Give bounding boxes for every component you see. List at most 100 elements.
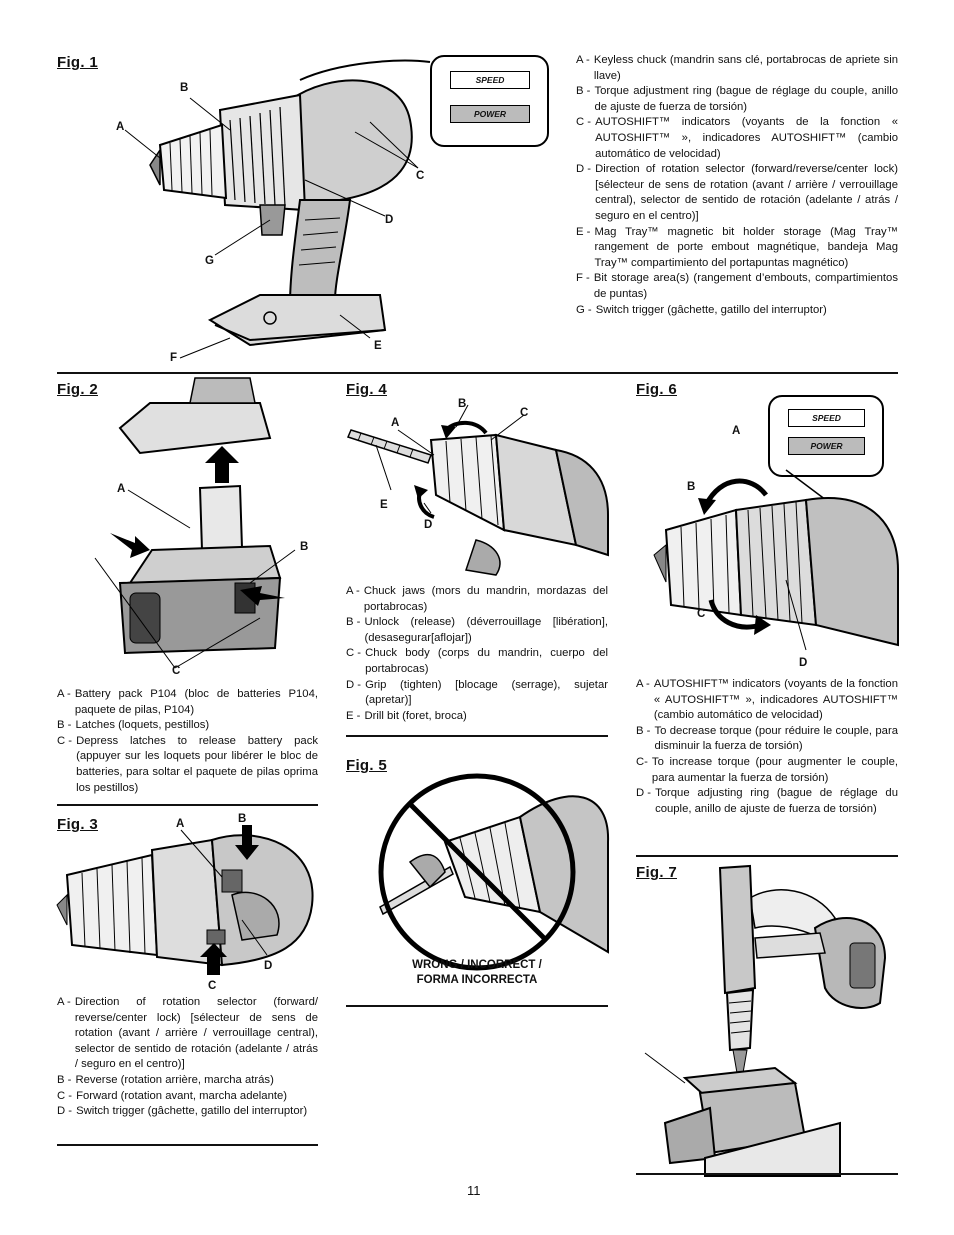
fig4-label-e: E [380,499,388,511]
divider-fig6-fig7 [636,855,898,857]
fig1-legend-text: Mag Tray™ magnetic bit holder storage (M… [594,225,898,269]
fig1-legend-item: C -AUTOSHIFT™ indicators (voyants de la … [576,115,898,162]
fig3-legend-text: Direction of rotation selector (forward/… [74,996,318,1071]
fig3-legend-key: A - [57,996,71,1008]
fig1-legend-key: D - [576,163,592,176]
fig1-legend-item: E -Mag Tray™ magnetic bit holder storage… [576,225,898,272]
fig4-legend-item: A -Chuck jaws (mors du mandrin, mordazas… [346,584,608,615]
fig4-legend-item: C -Chuck body (corps du mandrin, cuerpo … [346,646,608,677]
fig4-chuck-illustration [346,404,609,576]
fig1-legend-item: G -Switch trigger (gâchette, gatillo del… [576,303,898,319]
fig6-legend-text: AUTOSHIFT™ indicators (voyants de la fon… [653,678,898,722]
fig3-label-a: A [176,818,185,830]
fig6-legend-item: A -AUTOSHIFT™ indicators (voyants de la … [636,677,898,724]
fig3-legend-item: B -Reverse (rotation arrière, marcha atr… [57,1073,318,1089]
fig1-legend-item: A -Keyless chuck (mandrin sans clé, port… [576,53,898,84]
fig4-legend-key: B - [346,616,361,629]
fig1-label-c: C [416,170,425,182]
fig2-legend-text: Depress latches to release battery pack … [76,734,318,794]
fig4-legend-text: Grip (tighten) [blocage (serrage), sujet… [365,678,608,707]
fig6-legend-text: To decrease torque (pour réduire le coup… [654,724,898,753]
fig1-legend-key: B - [576,85,591,98]
fig6-autoshift-indicator-panel: SPEED POWER [768,395,884,477]
fig2-title: Fig. 2 [57,381,98,398]
fig3-legend-text: Switch trigger (gâchette, gatillo del in… [76,1105,308,1118]
fig4-label-a: A [391,417,400,429]
fig6-legend-item: C-To increase torque (pour augmenter le … [636,755,898,786]
fig6-torque-ring-illustration [653,469,899,651]
fig3-label-c: C [208,980,217,992]
divider-fig2-fig3 [57,804,318,806]
fig4-label-c: C [520,407,529,419]
fig3-legend-key: C - [57,1089,73,1102]
fig2-label-c: C [172,665,181,677]
fig5-caption: WRONG / INCORRECT / FORMA INCORRECTA [380,958,574,988]
fig4-label-b: B [458,398,467,410]
fig7-vise-drilling-illustration [644,864,887,1177]
divider-top [57,372,898,374]
divider-fig4-fig5 [346,735,608,737]
fig3-label-d: D [264,960,273,972]
fig3-legend-item: A -Direction of rotation selector (forwa… [57,995,318,1073]
fig2-legend-item: A -Battery pack P104 (bloc de batteries … [57,687,318,718]
fig4-legend-item: E -Drill bit (foret, broca) [346,709,608,725]
fig1-legend-item: F -Bit storage area(s) (rangement d’embo… [576,271,898,302]
fig4-legend-key: D - [346,678,362,691]
fig6-label-b: B [687,481,696,493]
fig1-label-a: A [116,121,125,133]
fig3-legend-key: B - [57,1073,72,1086]
fig1-label-b: B [180,82,189,94]
fig3-legend-text: Forward (rotation avant, marcha adelante… [76,1089,288,1102]
fig4-legend-item: D -Grip (tighten) [blocage (serrage), su… [346,678,608,709]
fig1-legend-key: E - [576,225,591,238]
fig3-legend-item: D -Switch trigger (gâchette, gatillo del… [57,1104,318,1120]
fig1-speed-indicator: SPEED [450,71,530,89]
fig1-legend-text: Torque adjustment ring (bague de réglage… [594,85,898,113]
fig5-wrong-usage-illustration [378,773,610,971]
fig3-legend-item: C -Forward (rotation avant, marcha adela… [57,1089,318,1105]
fig1-power-indicator: POWER [450,105,530,123]
fig3-label-b: B [238,813,247,825]
fig6-label-a: A [732,425,741,437]
fig4-title: Fig. 4 [346,381,387,398]
fig1-label-g: G [205,255,214,267]
fig4-legend-text: Drill bit (foret, broca) [364,709,467,722]
fig1-label-d: D [385,214,394,226]
fig6-power-indicator: POWER [788,437,865,455]
fig1-label-e: E [374,340,382,352]
fig3-legend-text: Reverse (rotation arrière, marcha atrás) [75,1073,274,1086]
fig1-legend-text: Keyless chuck (mandrin sans clé, portabr… [593,54,898,82]
fig1-legend-key: G - [576,303,592,316]
fig2-legend-key: A - [57,688,71,700]
fig6-legend-key: C- [636,755,648,768]
fig4-legend-key: A - [346,585,360,597]
fig4-legend-text: Unlock (release) (déverrouillage [libéra… [364,616,608,644]
fig6-label-c: C [697,608,706,620]
fig4-legend-key: C - [346,647,362,660]
fig3-legend: A -Direction of rotation selector (forwa… [57,995,318,1120]
fig6-legend-item: D -Torque adjusting ring (bague de régla… [636,786,898,817]
fig2-battery-illustration [94,377,296,669]
fig2-legend: A -Battery pack P104 (bloc de batteries … [57,687,318,796]
fig2-legend-key: B - [57,719,72,732]
fig2-label-a: A [117,483,126,495]
fig1-legend-key: F - [576,272,590,285]
fig6-legend-text: Torque adjusting ring (bague de réglage … [655,787,898,815]
fig6-title: Fig. 6 [636,381,677,398]
fig4-legend: A -Chuck jaws (mors du mandrin, mordazas… [346,584,608,724]
fig2-label-b: B [300,541,309,553]
fig6-legend-text: To increase torque (pour augmenter le co… [651,755,898,784]
fig6-speed-indicator: SPEED [788,409,865,427]
fig5-caption-line2: FORMA INCORRECTA [416,974,538,986]
fig1-legend-item: B -Torque adjustment ring (bague de régl… [576,84,898,115]
divider-fig5-bottom [346,1005,608,1007]
fig3-legend-key: D - [57,1105,73,1118]
fig1-legend-key: A - [576,54,590,66]
divider-fig3-bottom [57,1144,318,1146]
fig2-legend-item: B -Latches (loquets, pestillos) [57,718,318,734]
fig1-legend-text: Switch trigger (gâchette, gatillo del in… [595,303,827,316]
fig4-legend-item: B -Unlock (release) (déverrouillage [lib… [346,615,608,646]
fig2-legend-text: Latches (loquets, pestillos) [75,719,210,732]
fig6-legend-key: A - [636,678,650,690]
fig1-legend-text: Direction of rotation selector (forward/… [595,163,898,222]
